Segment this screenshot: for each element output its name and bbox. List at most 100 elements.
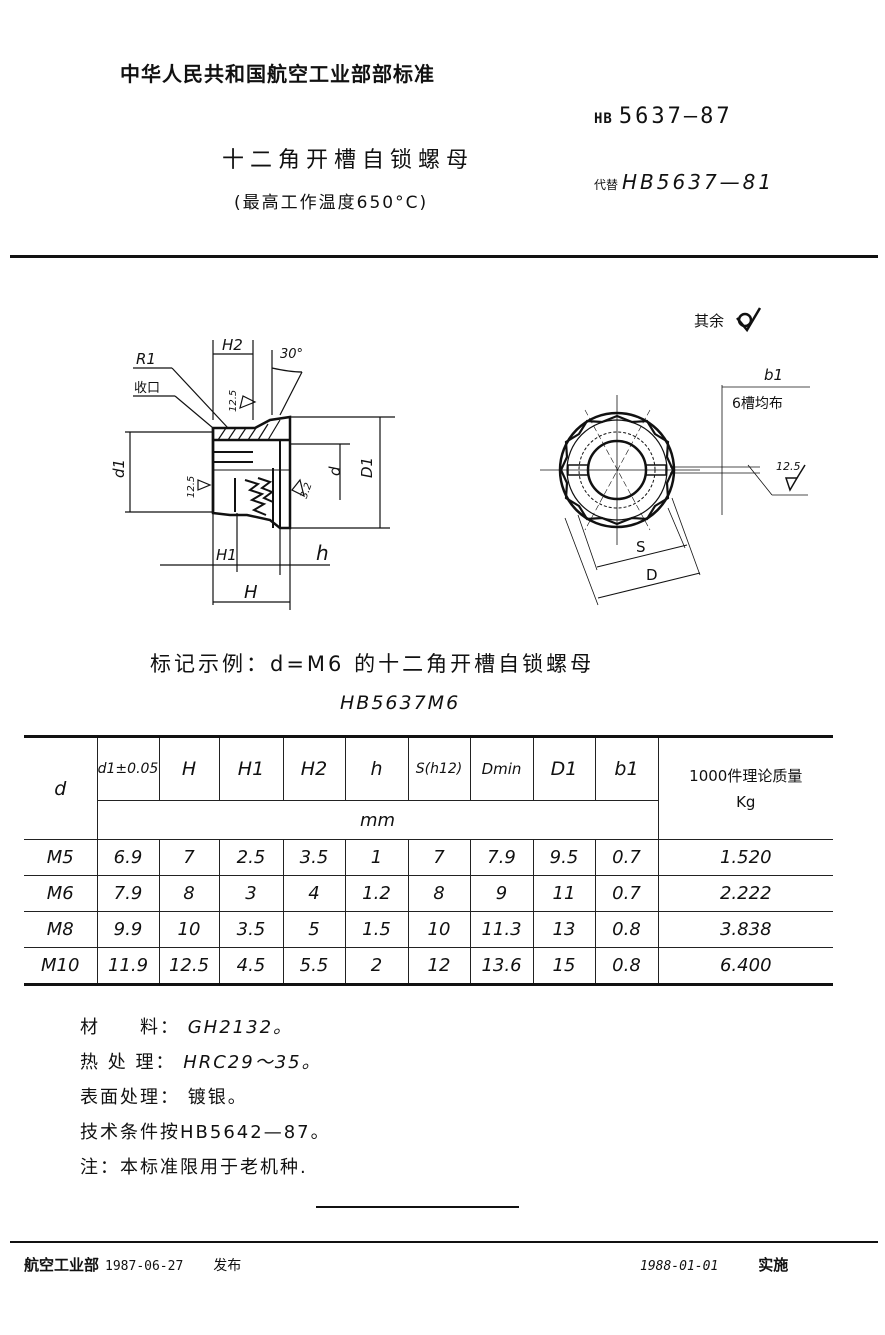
cell-S: 7: [407, 839, 471, 876]
cell-H1: 3: [218, 875, 284, 912]
cell-H2: 3.5: [282, 839, 346, 876]
standard-prefix: HB: [594, 111, 613, 127]
technical-drawing: R1 收口 H2 30° 12.5 12.5 3.2 d1 d D1 H1 h …: [110, 307, 810, 610]
cell-h: 1.2: [344, 875, 409, 912]
note-label: 表面处理：: [80, 1087, 180, 1108]
replaces-label: 代替: [594, 178, 619, 192]
cell-d1: 9.9: [96, 911, 160, 948]
header-H: H: [158, 736, 220, 801]
cell-H: 12.5: [158, 947, 220, 985]
roughness-left-label: 12.5: [186, 476, 197, 498]
cell-mass: 2.222: [657, 875, 833, 912]
header-mass: 1000件理论质量 Kg: [657, 736, 833, 840]
table-row: M10 11.9 12.5 4.5 5.5 2 12 13.6 15 0.8 6…: [24, 947, 833, 985]
cell-d1: 7.9: [96, 875, 160, 912]
effective-label: 实施: [758, 1256, 789, 1274]
cell-d1: 6.9: [96, 839, 160, 876]
cell-d: M10: [24, 947, 98, 985]
note-surface-treatment: 表面处理： 镀银。: [80, 1080, 331, 1115]
header-b1: b1: [594, 736, 659, 801]
cell-H2: 5.5: [282, 947, 346, 985]
H1-label: H1: [216, 546, 237, 564]
cell-Dmin: 13.6: [469, 947, 534, 985]
standard-number: HB 5637—87: [594, 104, 733, 129]
cell-h: 1.5: [344, 911, 409, 948]
rest-roughness-label: 其余: [694, 312, 724, 330]
end-view-labels: 其余 b1 6槽均布 12.5 S D: [636, 312, 801, 584]
note-value: HRC29～35。: [183, 1052, 322, 1073]
cell-H2: 4: [282, 875, 346, 912]
note-label: 注：: [80, 1157, 120, 1178]
cell-mass: 3.838: [657, 911, 833, 948]
effective-date: 1988-01-01: [640, 1259, 719, 1274]
organization-title: 中华人民共和国航空工业部部标准: [120, 62, 435, 86]
header-d1: d1±0.05: [96, 736, 160, 801]
cell-Dmin: 7.9: [469, 839, 534, 876]
note-value: HB5642—87。: [180, 1122, 331, 1143]
document-title: 十二角开槽自锁螺母: [222, 148, 475, 173]
note-value: GH2132。: [187, 1017, 294, 1038]
note-heat-treatment: 热 处 理： HRC29～35。: [80, 1045, 331, 1080]
note-label: 热 处 理：: [80, 1052, 176, 1073]
d1-label: d1: [110, 459, 128, 478]
table-row: M8 9.9 10 3.5 5 1.5 10 11.3 13 0.8 3.838: [24, 911, 833, 948]
header-H2: H2: [282, 736, 346, 801]
mass-header-label: 1000件理论质量: [689, 766, 803, 785]
cell-D1: 11: [532, 875, 596, 912]
header-S: S(h12): [407, 736, 471, 801]
footer-divider: [10, 1241, 878, 1243]
table-unit-row: mm: [24, 800, 833, 840]
cell-Dmin: 11.3: [469, 911, 534, 948]
cell-D1: 13: [532, 911, 596, 948]
table-row: M6 7.9 8 3 4 1.2 8 9 11 0.7 2.222: [24, 875, 833, 912]
cell-S: 8: [407, 875, 471, 912]
mass-header-unit: Kg: [736, 792, 756, 811]
roughness-right-label: 3.2: [299, 481, 315, 500]
cell-H2: 5: [282, 911, 346, 948]
cell-b1: 0.8: [594, 947, 659, 985]
header-H1: H1: [218, 736, 284, 801]
header-h: h: [344, 736, 409, 801]
cell-mass: 6.400: [657, 947, 833, 985]
d-label: d: [326, 466, 344, 476]
dimension-table: d d1±0.05 H H1 H2 h S(h12) Dmin D1 b1 10…: [24, 735, 833, 986]
cell-h: 1: [344, 839, 409, 876]
side-view-labels: R1 收口 H2 30° 12.5 12.5 3.2 d1 d D1 H1 h …: [110, 336, 376, 603]
cell-b1: 0.7: [594, 839, 659, 876]
table-header-row: d d1±0.05 H H1 H2 h S(h12) Dmin D1 b1 10…: [24, 736, 833, 840]
standard-number-value: 5637—87: [618, 104, 733, 129]
roughness-top-label: 12.5: [228, 390, 239, 412]
b1-label: b1: [764, 366, 783, 384]
cell-Dmin: 9: [469, 875, 534, 912]
D1-label: D1: [358, 457, 376, 478]
document-subtitle: (最高工作温度650°C): [234, 193, 429, 213]
note-label: 材 料：: [80, 1017, 180, 1038]
cell-S: 12: [407, 947, 471, 985]
shoukou-label: 收口: [134, 381, 160, 396]
h-label: h: [316, 541, 329, 565]
cell-H1: 3.5: [218, 911, 284, 948]
header-d: d: [24, 736, 98, 840]
cell-d1: 11.9: [96, 947, 160, 985]
unit-mm: mm: [96, 800, 659, 840]
issue-label: 发布: [213, 1258, 242, 1274]
slots-label: 6槽均布: [732, 396, 783, 412]
note-label: 技术条件按: [80, 1122, 180, 1143]
cell-d: M8: [24, 911, 98, 948]
end-rule: [316, 1206, 519, 1208]
header-D1: D1: [532, 736, 596, 801]
note-remark: 注：本标准限用于老机种.: [80, 1150, 331, 1185]
header-divider: [10, 255, 878, 258]
note-value: 本标准限用于老机种.: [120, 1157, 308, 1178]
footer-effective: 1988-01-01 实施: [640, 1254, 788, 1275]
note-technical-conditions: 技术条件按HB5642—87。: [80, 1115, 331, 1150]
cell-h: 2: [344, 947, 409, 985]
end-roughness-label: 12.5: [776, 460, 801, 473]
issue-date: 1987-06-27: [105, 1259, 184, 1274]
cell-H: 10: [158, 911, 220, 948]
cell-d: M5: [24, 839, 98, 876]
cell-H1: 2.5: [218, 839, 284, 876]
D-label: D: [646, 566, 658, 584]
table-row: M5 6.9 7 2.5 3.5 1 7 7.9 9.5 0.7 1.520: [24, 839, 833, 876]
